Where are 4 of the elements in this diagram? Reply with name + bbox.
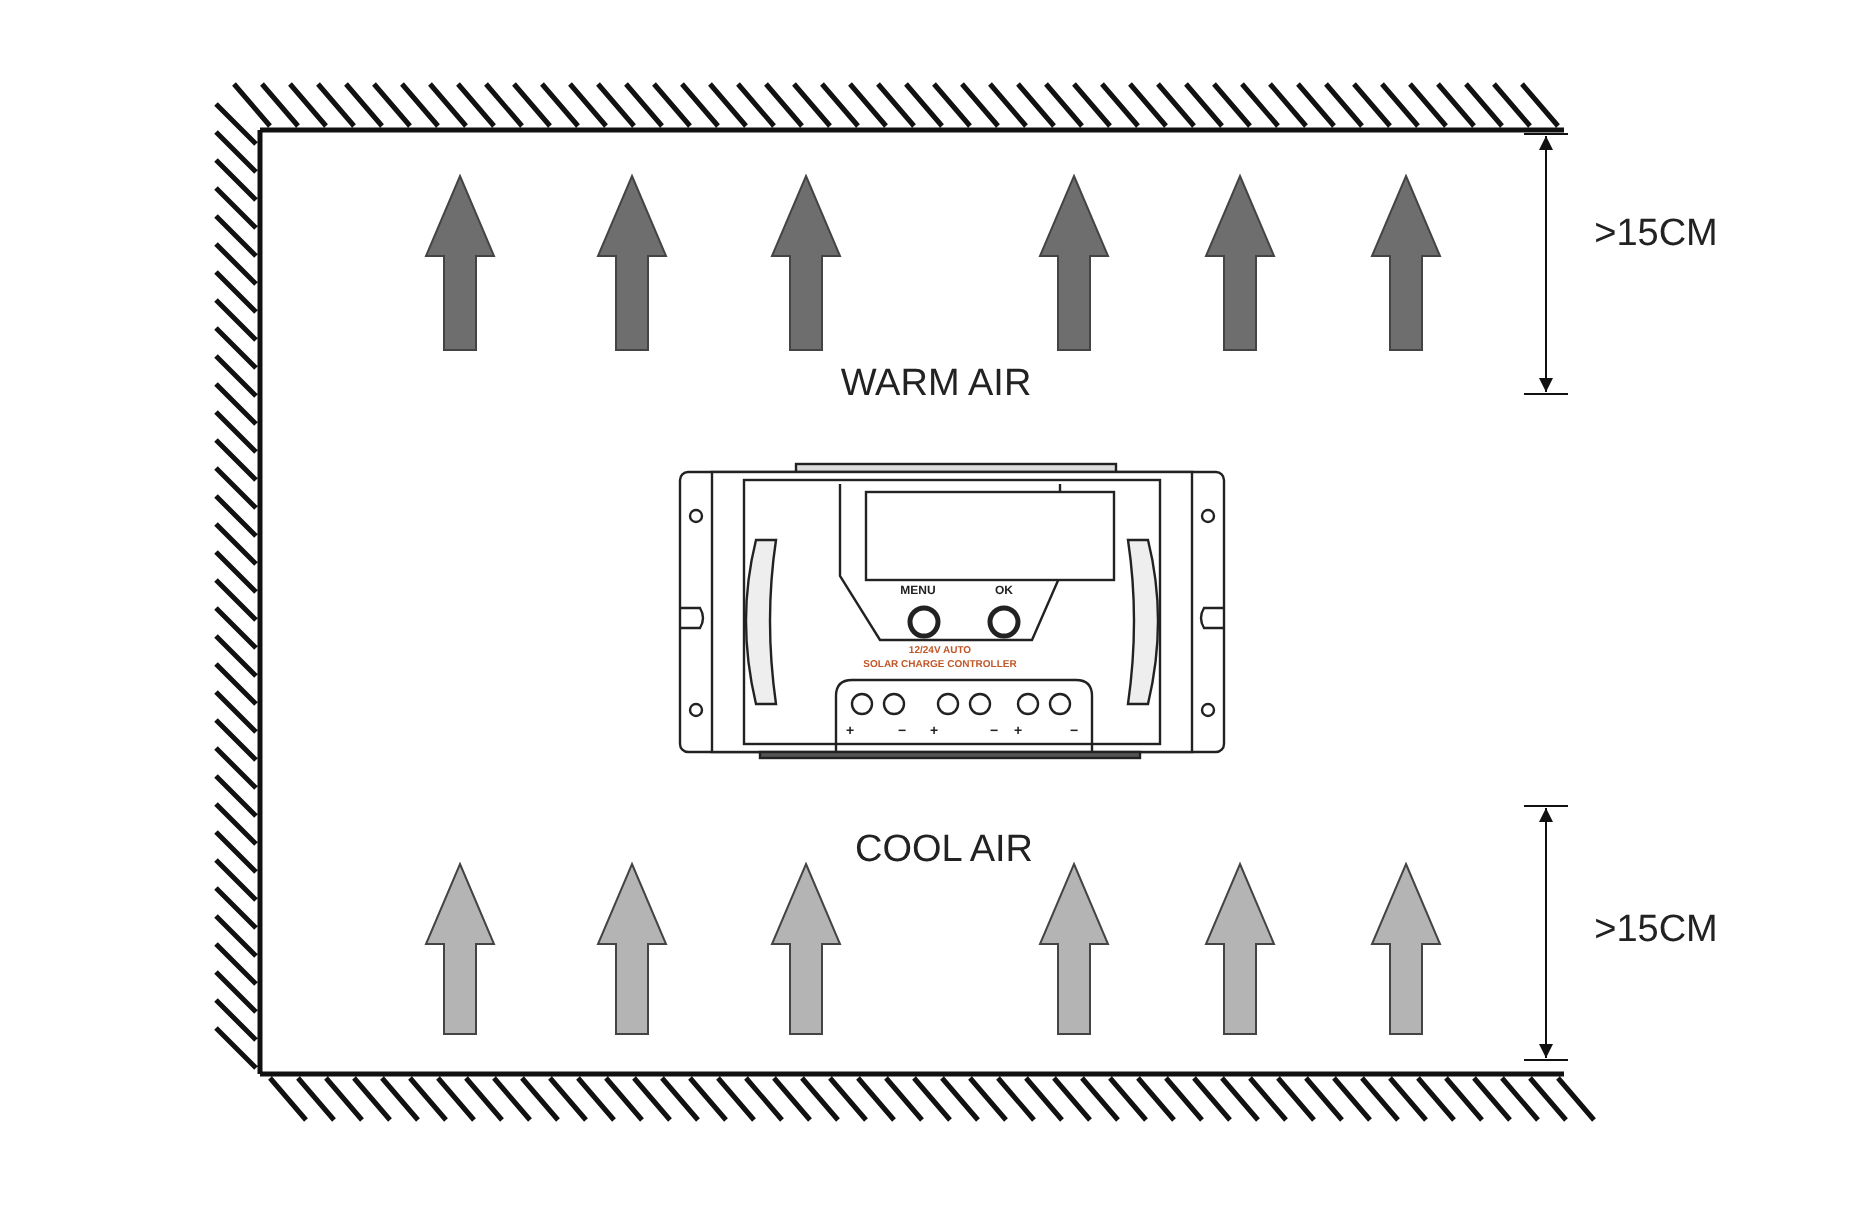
airflow-label: WARM AIR (840, 365, 1032, 403)
dimension-label: >15CM (1594, 911, 1718, 949)
airflow-label: COOL AIR (854, 831, 1034, 869)
dimension-label: >15CM (1594, 215, 1718, 253)
